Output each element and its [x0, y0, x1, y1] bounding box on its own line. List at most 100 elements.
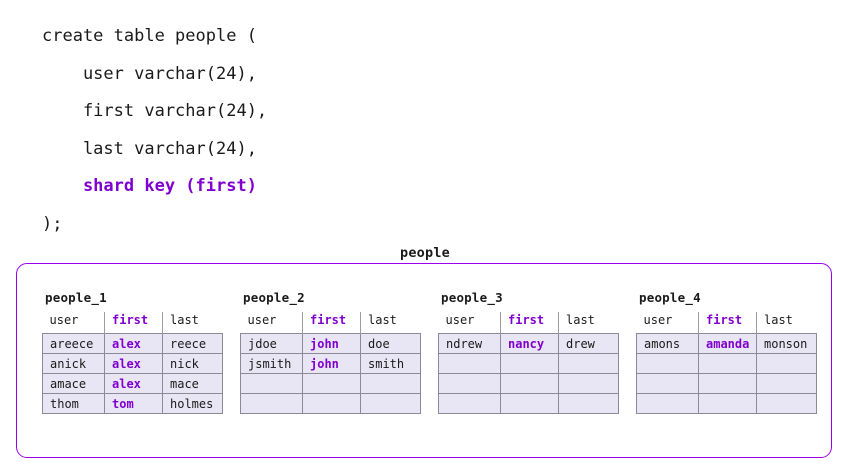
table-cell: alex [104, 333, 163, 354]
table-cell [302, 373, 361, 394]
column-header-first: first [104, 312, 163, 334]
table-cell [500, 353, 559, 374]
column-header-first: first [302, 312, 361, 334]
table-cell [636, 353, 699, 374]
column-header-last: last [756, 312, 817, 334]
table-cell [698, 373, 757, 394]
table-cell: amanda [698, 333, 757, 354]
table-cell: monson [756, 333, 817, 354]
column-header-first: first [698, 312, 757, 334]
code-line-4: last varchar(24), [42, 138, 257, 159]
column-header-user: user [240, 312, 303, 334]
code-line-2: user varchar(24), [42, 63, 257, 84]
table-cell: holmes [162, 393, 223, 414]
table-cell [438, 353, 501, 374]
code-line-3: first varchar(24), [42, 101, 268, 121]
table-cell [558, 353, 619, 374]
table-cell [438, 373, 501, 394]
column-header-last: last [360, 312, 421, 334]
table-cell: drew [558, 333, 619, 354]
table-cell [500, 393, 559, 414]
shard-title: people_3 [441, 290, 503, 305]
column-header-user: user [438, 312, 501, 334]
table-cell: nancy [500, 333, 559, 354]
table-cell [756, 393, 817, 414]
table-cell: ndrew [438, 333, 501, 354]
shard-title: people_2 [243, 290, 305, 305]
table-cell [360, 393, 421, 414]
table-cell [500, 373, 559, 394]
table-cell [240, 373, 303, 394]
table-row [636, 373, 817, 394]
table-cell: amace [42, 373, 105, 394]
table-cell [756, 353, 817, 374]
table-cell: john [302, 353, 361, 374]
table-cell [698, 353, 757, 374]
column-header-last: last [558, 312, 619, 334]
table-row [438, 393, 619, 414]
table-cell [756, 373, 817, 394]
table-cell [698, 393, 757, 414]
table-cell [636, 373, 699, 394]
table-cell [302, 393, 361, 414]
table-cell: mace [162, 373, 223, 394]
table-cell: thom [42, 393, 105, 414]
column-header-first: first [500, 312, 559, 334]
table-cell: reece [162, 333, 223, 354]
table-row [438, 373, 619, 394]
table-row [240, 373, 421, 394]
table-cell [360, 373, 421, 394]
table-cell: jsmith [240, 353, 303, 374]
table-cell: alex [104, 353, 163, 374]
table-row [636, 353, 817, 374]
column-header-user: user [42, 312, 105, 334]
shard-title: people_4 [639, 290, 701, 305]
column-header-user: user [636, 312, 699, 334]
code-line-1: create table people ( [42, 26, 257, 46]
table-cell [558, 373, 619, 394]
logical-table-label: people [400, 245, 450, 261]
table-cell: anick [42, 353, 105, 374]
table-cell: nick [162, 353, 223, 374]
table-cell: john [302, 333, 361, 354]
column-header-last: last [162, 312, 223, 334]
table-cell: smith [360, 353, 421, 374]
table-row [636, 393, 817, 414]
sql-code-block: create table people ( user varchar(24), … [42, 18, 267, 243]
table-cell [438, 393, 501, 414]
table-cell: alex [104, 373, 163, 394]
shard-title: people_1 [45, 290, 107, 305]
code-line-5: shard key (first) [42, 176, 257, 196]
code-line-6: ); [42, 213, 63, 234]
table-cell: doe [360, 333, 421, 354]
table-cell: areece [42, 333, 105, 354]
table-cell [558, 393, 619, 414]
table-cell: amons [636, 333, 699, 354]
table-cell [240, 393, 303, 414]
table-row [438, 353, 619, 374]
table-cell: jdoe [240, 333, 303, 354]
table-cell: tom [104, 393, 163, 414]
table-row [240, 393, 421, 414]
